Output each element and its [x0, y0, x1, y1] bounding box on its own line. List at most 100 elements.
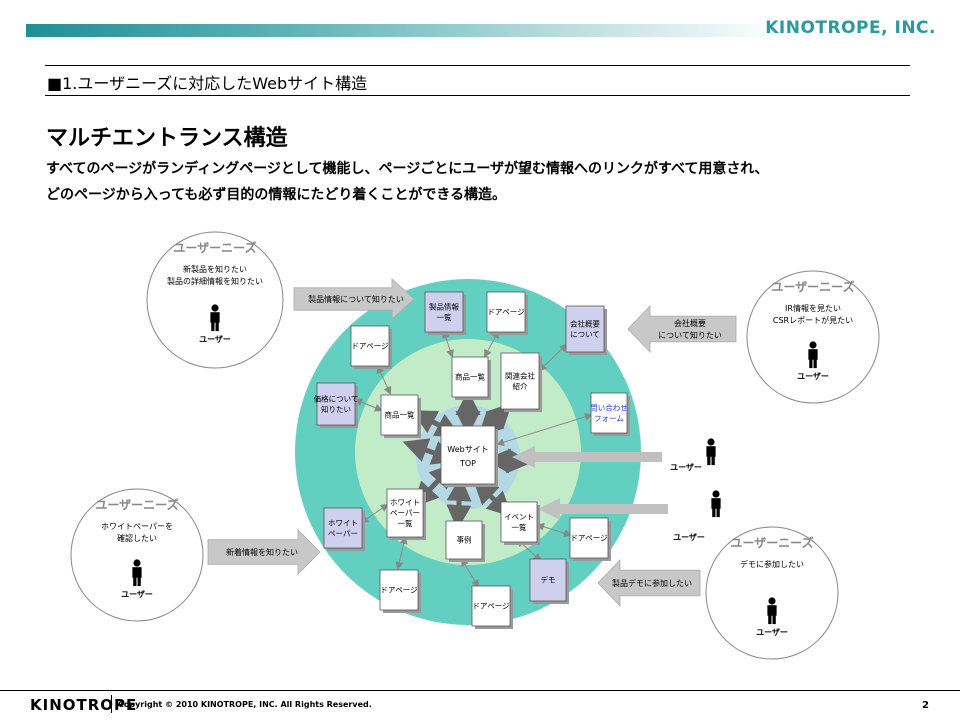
- page-box-whitepaper: ホワイトペーパー: [323, 507, 365, 551]
- entry-arrow-shape: [207, 529, 321, 575]
- person-icon-leg: [211, 321, 215, 332]
- needs-circle: [70, 488, 204, 622]
- needs-circle: [746, 270, 880, 404]
- user-icon: [808, 341, 818, 369]
- direct-user-1-icon: [706, 438, 716, 466]
- needs-title: ユーザーニーズ: [771, 279, 854, 294]
- direct-user-2-label: ユーザー: [673, 533, 705, 542]
- page-link-arrow: [354, 398, 383, 412]
- entry-arrow-shape: [597, 559, 701, 607]
- user-icon: [132, 559, 142, 587]
- person-icon-leg: [712, 507, 716, 518]
- page-box-label: 一覧: [437, 312, 452, 322]
- title-rule-bottom: [45, 95, 910, 96]
- entry-arrow-label: 新着情報を知りたい: [226, 547, 298, 557]
- user-icon: [767, 597, 777, 625]
- needs-title: ユーザーニーズ: [730, 535, 813, 550]
- needs-text: CSRレポートが見たい: [773, 315, 853, 325]
- page-box-body: [386, 488, 424, 538]
- person-icon-body: [711, 498, 721, 509]
- page-box-body: [323, 507, 363, 549]
- needs-text: ホワイトペーパーを: [101, 522, 173, 531]
- arrow-product-info: 製品情報について知りたい: [293, 278, 415, 320]
- person-icon-head: [712, 490, 720, 498]
- page-box-label: フォーム: [594, 414, 624, 423]
- page-box-label: Webサイト: [447, 445, 488, 454]
- page-box-label: イベント: [504, 512, 534, 521]
- copyright-text: Copyright © 2010 KINOTROPE, INC. All Rig…: [118, 700, 372, 709]
- person-icon-leg: [772, 614, 776, 625]
- page-box-demo: デモ: [529, 558, 569, 604]
- page-box-body: [529, 558, 567, 602]
- page-box-body: [380, 394, 419, 436]
- person-icon-body: [808, 349, 818, 360]
- page-box-label: 会社概要: [570, 318, 600, 328]
- page-box-label: 商品一覧: [385, 410, 415, 420]
- entry-arrow-label: について知りたい: [658, 330, 722, 340]
- person-icon-body: [132, 567, 142, 578]
- direct-user-2-icon: [711, 490, 721, 518]
- needs-text: 確認したい: [117, 533, 157, 543]
- person-icon-leg: [768, 614, 772, 625]
- person-icon-leg: [813, 358, 817, 369]
- user-label: ユーザー: [756, 628, 788, 637]
- page-box-body: [424, 291, 464, 333]
- page-box-body: [486, 291, 526, 333]
- page-box-body: [440, 425, 496, 485]
- page-number: 2: [922, 700, 929, 711]
- person-icon-head: [809, 341, 817, 349]
- needs-text: 製品の詳細情報を知りたい: [167, 276, 263, 286]
- page-box-label: 価格について: [314, 393, 359, 403]
- person-icon-body: [706, 446, 716, 457]
- page-box-label: 関連会社: [505, 370, 535, 380]
- page-link-arrow: [484, 330, 499, 358]
- page-link-arrow: [360, 503, 389, 524]
- person-icon-leg: [809, 358, 813, 369]
- person-icon-leg: [215, 321, 219, 332]
- hub-link-arrow: [485, 448, 532, 474]
- page-link-arrow: [460, 558, 480, 588]
- page-box-body: [451, 356, 489, 398]
- direct-arrow-2: [538, 498, 668, 520]
- page-box-body: [379, 569, 419, 611]
- entry-arrow-shape: [293, 278, 415, 320]
- page-box-label: 事例: [457, 535, 472, 545]
- entry-arrow-label: 製品情報について知りたい: [308, 294, 404, 304]
- page-link-arrow: [496, 412, 593, 447]
- page-box-label: 商品一覧: [455, 372, 485, 382]
- page-box-label: ドアページ: [487, 308, 525, 317]
- page-box-label: ホワイト: [390, 498, 420, 507]
- person-icon-body: [210, 312, 220, 323]
- person-icon-leg: [133, 576, 137, 587]
- needs-text: デモに参加したい: [740, 559, 804, 569]
- person-icon-head: [211, 304, 219, 312]
- user-label: ユーザー: [797, 372, 829, 381]
- page-box-body: [565, 305, 605, 353]
- person-icon-head: [707, 438, 715, 446]
- footer-rule: [0, 690, 960, 691]
- page-link-arrow: [395, 536, 408, 570]
- page-box-label: ホワイト: [328, 518, 358, 527]
- person-icon-leg: [716, 507, 720, 518]
- arrow-news: 新着情報を知りたい: [207, 529, 321, 575]
- page-box-body: [590, 392, 628, 434]
- page-box-body: [569, 517, 609, 559]
- description-line-2: どのページから入っても必ず目的の情報にたどり着くことができる構造。: [46, 187, 507, 203]
- page-box-page-bottom-center: ドアページ: [471, 585, 513, 629]
- page-box-label: 製品情報: [429, 301, 459, 311]
- user-label: ユーザー: [121, 590, 153, 599]
- brand-logo: KINOTROPE, INC.: [765, 18, 936, 38]
- page-box-body: [500, 501, 538, 543]
- needs-text: 新製品を知りたい: [183, 264, 247, 274]
- page-box-label: 一覧: [398, 518, 413, 528]
- page-box-case-study: 事例: [445, 520, 485, 562]
- person-icon-head: [768, 597, 776, 605]
- person-icon-body: [767, 605, 777, 616]
